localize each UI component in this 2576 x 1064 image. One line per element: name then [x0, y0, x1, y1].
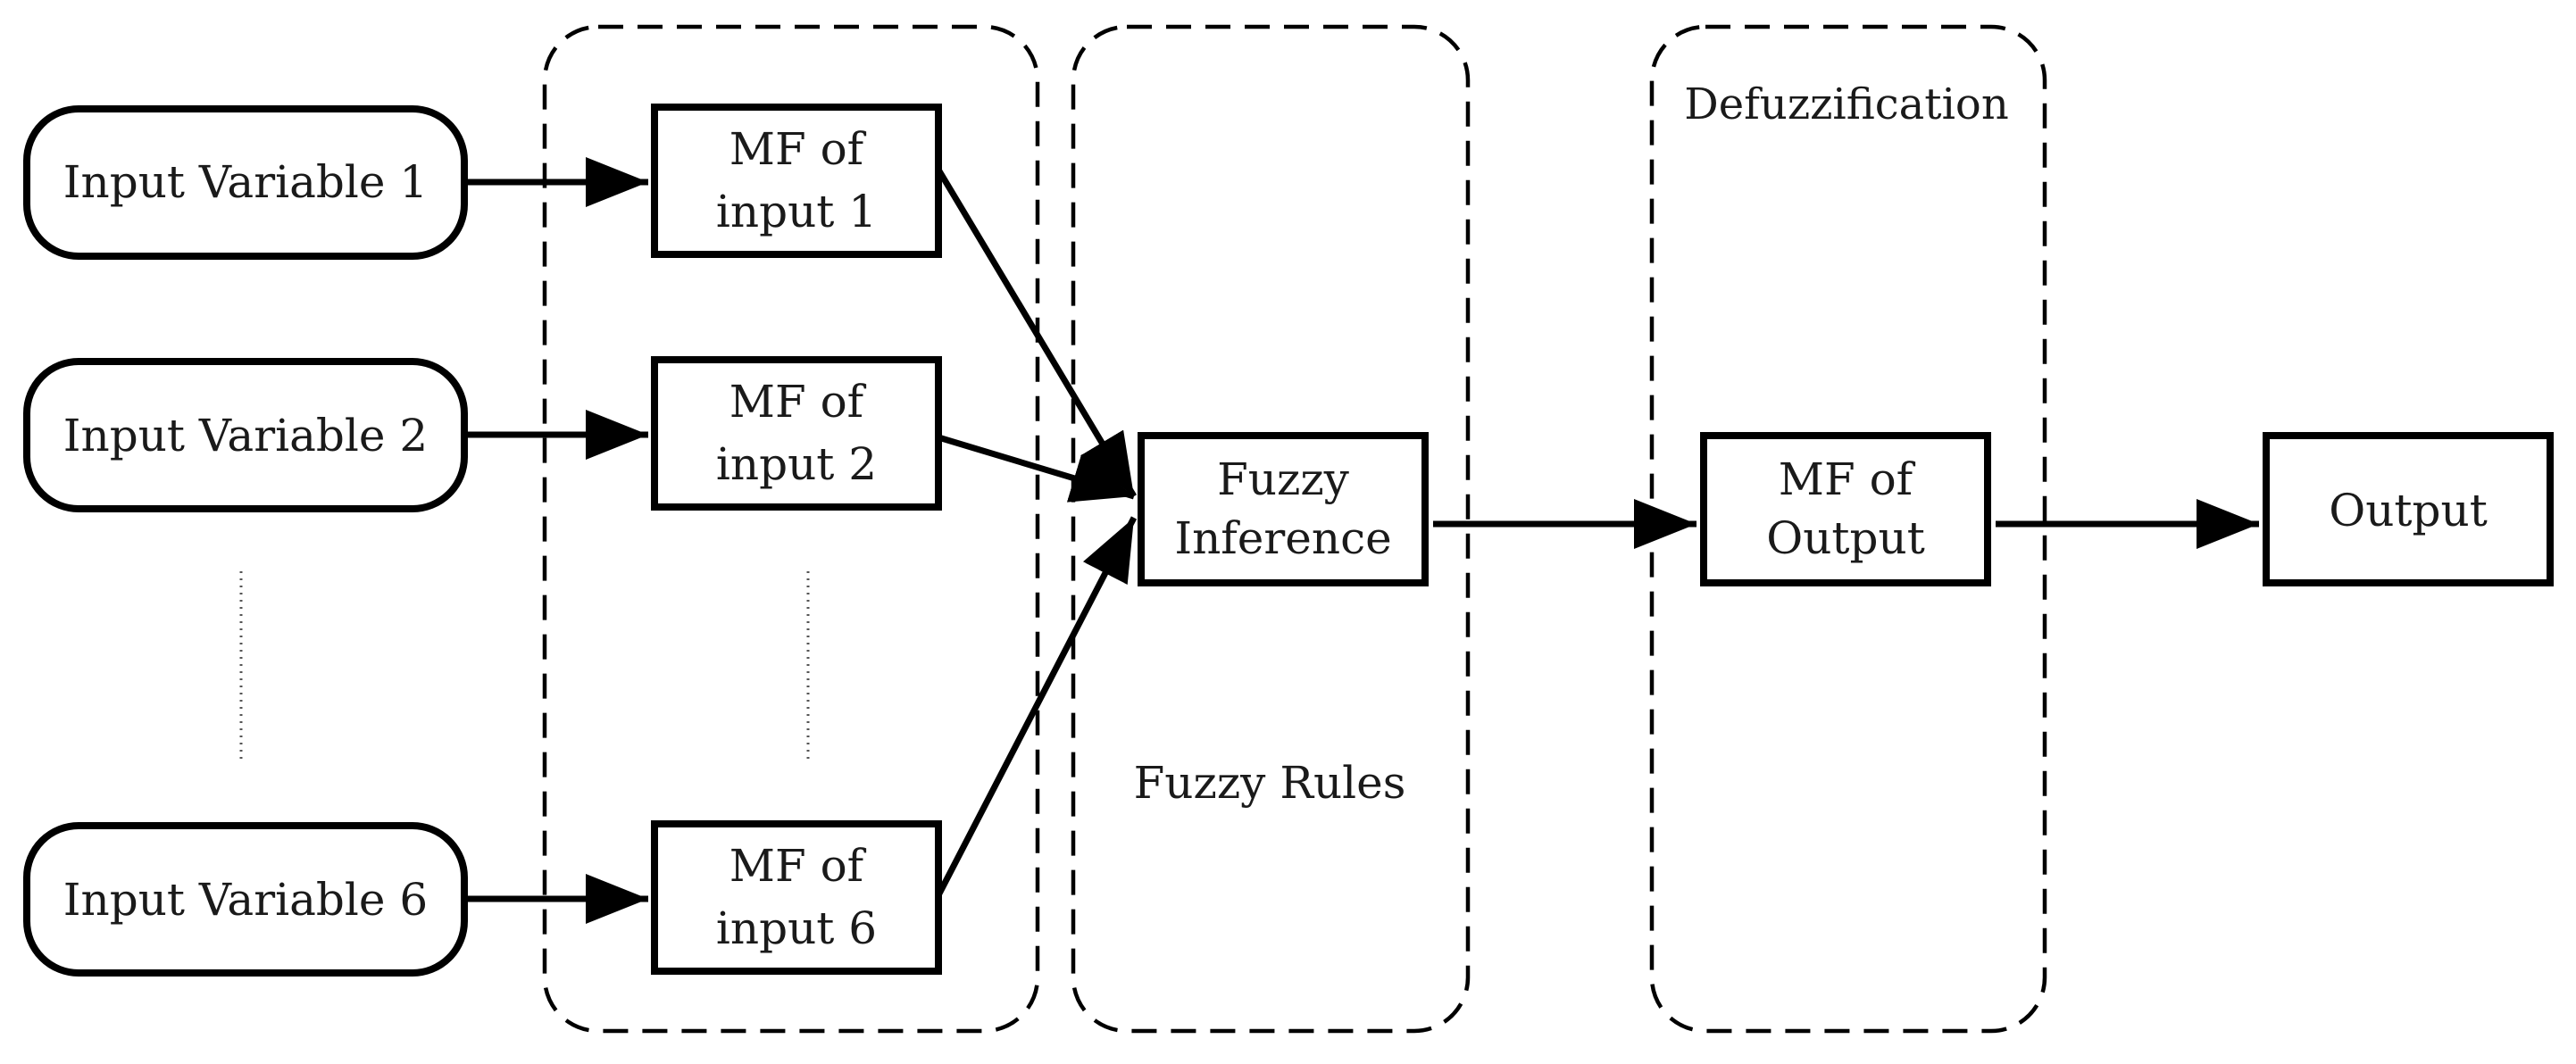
defuzzification-label: Defuzzification	[1684, 79, 2008, 129]
mf-input-1-label-line1: MF of	[729, 123, 867, 175]
fuzzy-inference-label-line2: Inference	[1174, 512, 1391, 564]
output-box	[2263, 432, 2554, 586]
input-variable-1-label: Input Variable 1	[63, 156, 428, 208]
mf-input-2-label-line2: input 2	[716, 438, 877, 490]
arrow-mf2-to-inference	[937, 434, 1136, 503]
mf-input-6-box	[651, 820, 942, 975]
mf-output-box	[1700, 432, 1991, 586]
input-variable-2-label: Input Variable 2	[63, 410, 428, 461]
mf-input-1-label-line2: input 1	[716, 186, 877, 237]
mf-input-2-label-line1: MF of	[729, 376, 867, 428]
fuzzy-inference-box	[1138, 432, 1429, 586]
mf-input-2-box	[651, 356, 942, 511]
mf-input-6-label-line2: input 6	[716, 902, 877, 954]
fuzzy-inference-label-line1: Fuzzy	[1217, 453, 1350, 505]
mf-inputs-group	[542, 24, 1040, 1034]
mf-input-6-label-line1: MF of	[729, 840, 867, 892]
mf-output-label-line2: Output	[1766, 512, 1925, 564]
fuzzy-rules-group	[1071, 24, 1471, 1034]
arrow-mf6-to-inference	[935, 516, 1138, 897]
mf-input-1-box	[651, 104, 942, 258]
fuzzy-rules-label: Fuzzy Rules	[1134, 757, 1406, 809]
input-variable-6-label: Input Variable 6	[63, 874, 428, 926]
mf-output-label-line1: MF of	[1779, 453, 1916, 505]
output-label: Output	[2329, 485, 2488, 536]
arrow-mf1-to-inference	[935, 168, 1138, 498]
